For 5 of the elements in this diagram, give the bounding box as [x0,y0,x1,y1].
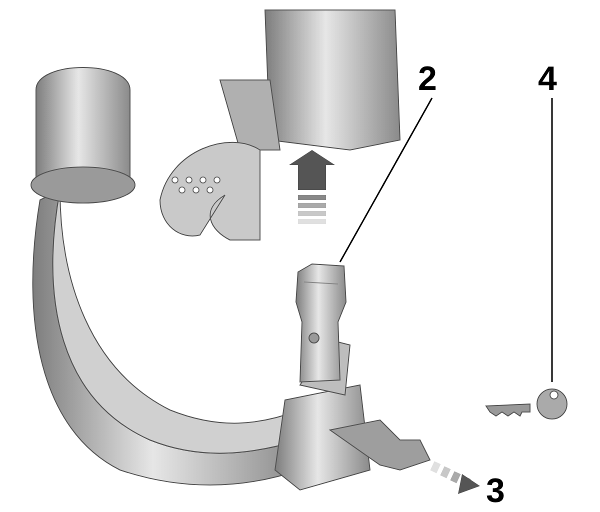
callout-number: 3 [486,474,505,508]
callout-number: 2 [418,62,446,98]
callout-number: 4 [538,62,566,98]
leader-line [339,98,433,262]
leader-line [551,98,553,382]
